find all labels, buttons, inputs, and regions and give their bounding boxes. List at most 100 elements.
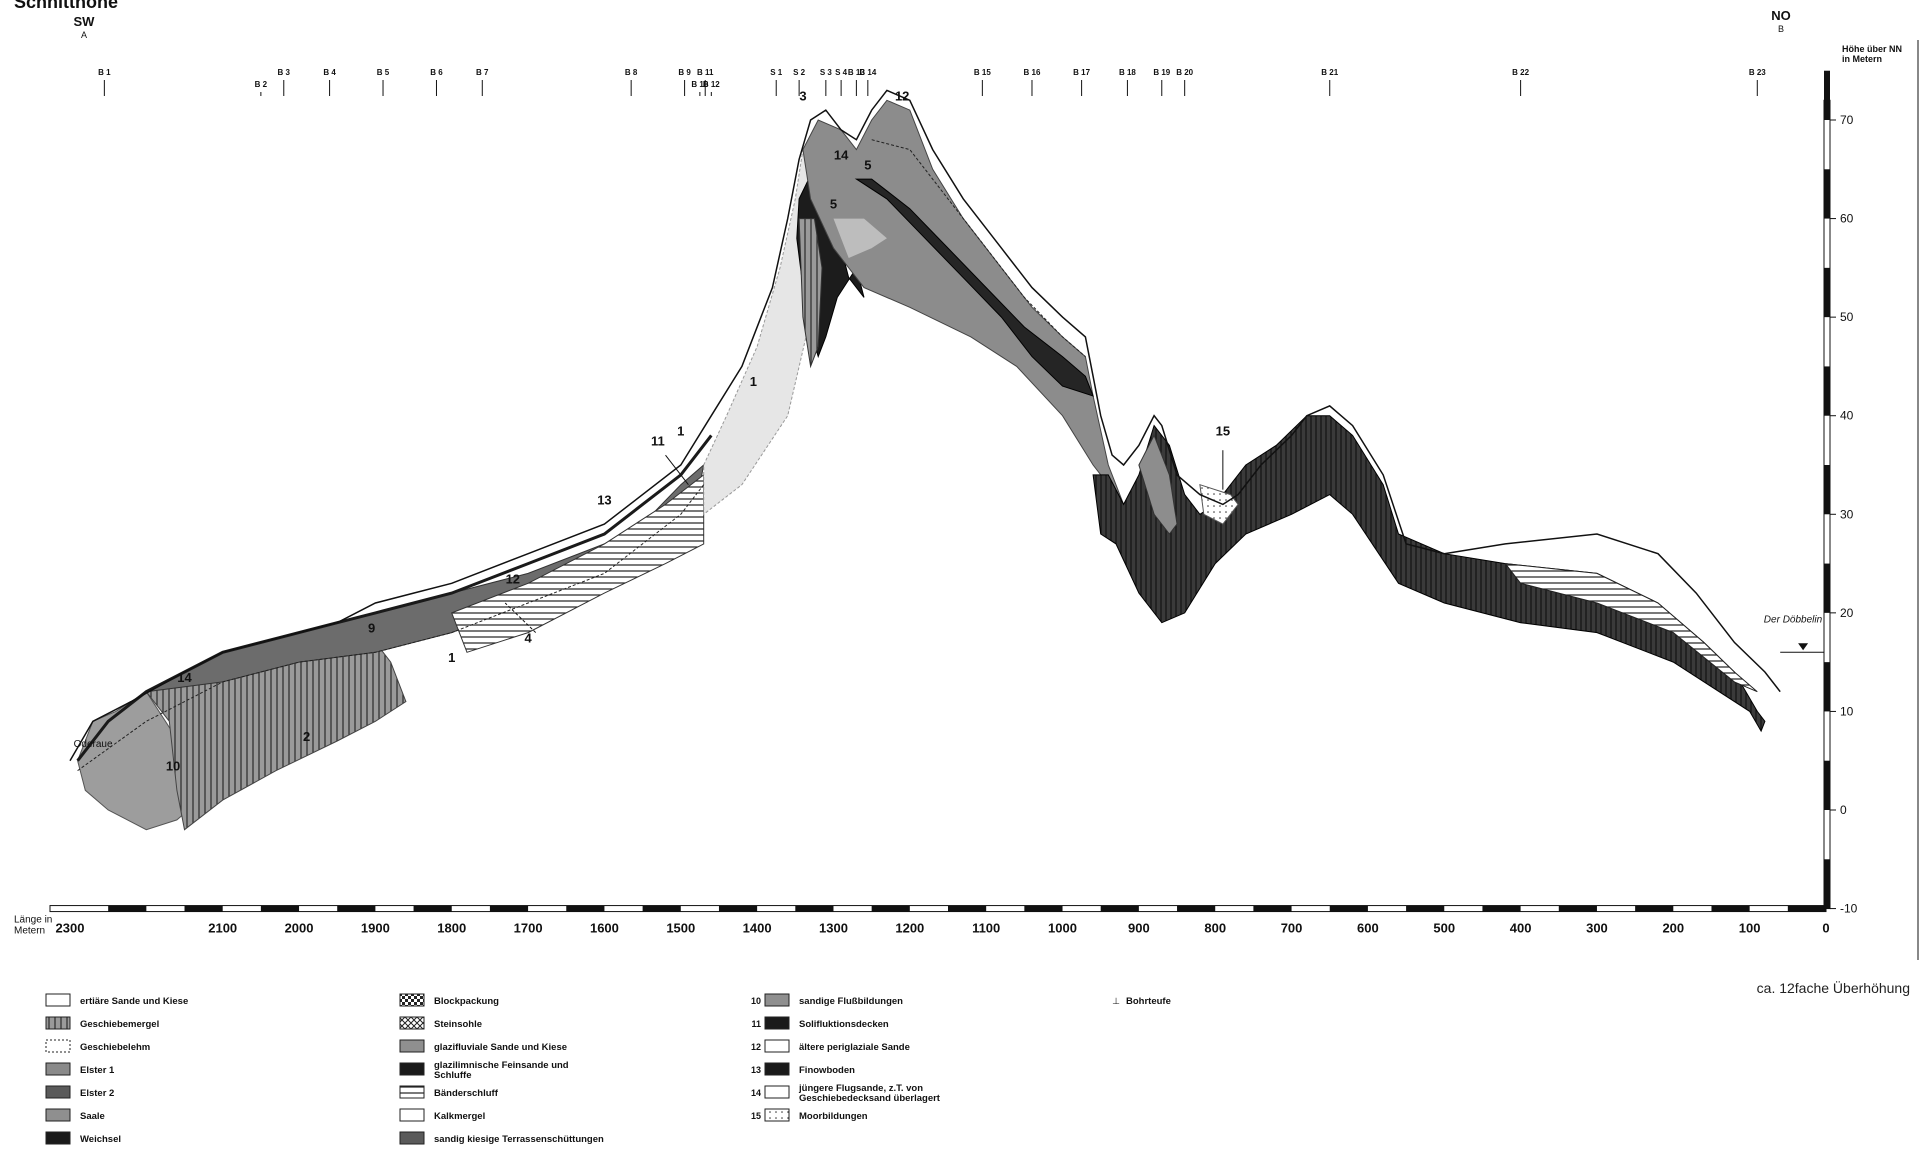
borehole-label: S 3 — [820, 68, 833, 77]
legend-item: Elster 1 — [45, 1062, 115, 1076]
unit-label-1: 1 — [750, 374, 757, 389]
legend-item: sandig kiesige Terrassenschüttungen — [399, 1131, 604, 1145]
borehole-label: B 9 — [678, 68, 691, 77]
legend-item: Geschiebelehm — [45, 1039, 150, 1053]
x-axis-segment — [948, 905, 987, 912]
legend-item: ⊥ Bohrteufe — [1112, 996, 1171, 1007]
legend-swatch — [399, 1085, 425, 1099]
borehole-label: B 14 — [859, 68, 876, 77]
y-axis-title: in Metern — [1842, 54, 1882, 64]
y-axis-segment — [1824, 169, 1830, 219]
x-axis-segment — [1177, 905, 1216, 912]
x-axis-segment — [795, 905, 834, 912]
x-axis-segment — [184, 905, 223, 912]
legend-label: Finowboden — [799, 1065, 855, 1076]
legend-label: Steinsohle — [434, 1019, 482, 1030]
ground-surface — [69, 89, 1781, 762]
y-axis-segment — [1824, 563, 1830, 613]
unit-label-13: 13 — [597, 492, 611, 507]
x-axis-segment — [1787, 905, 1826, 912]
y-tick-label: 30 — [1840, 507, 1854, 521]
b-label: B — [1778, 24, 1784, 34]
borehole-label: B 8 — [625, 68, 638, 77]
y-axis-segment — [1824, 760, 1830, 810]
y-tick-label: 0 — [1840, 803, 1847, 817]
legend-swatch — [45, 1131, 71, 1145]
x-tick-label: 1500 — [666, 921, 695, 936]
unit-label-12: 12 — [895, 88, 909, 103]
sw-label: SW — [74, 14, 96, 29]
legend-label: Blockpackung — [434, 996, 499, 1007]
legend-swatch — [45, 1062, 71, 1076]
x-tick-label: 2000 — [285, 921, 314, 936]
x-tick-label: 1300 — [819, 921, 848, 936]
x-tick-label: 1700 — [514, 921, 543, 936]
x-axis-segment — [337, 905, 376, 912]
y-axis-segment — [1824, 465, 1830, 515]
legend-label: Bänderschluff — [434, 1088, 499, 1099]
page-title: Schnitthöhe — [14, 0, 118, 12]
borehole-label: B 23 — [1749, 68, 1766, 77]
legend-marker-icon: ⊥ — [1112, 996, 1120, 1006]
legend-item: Steinsohle — [399, 1016, 482, 1030]
unit-label-12: 12 — [506, 571, 520, 586]
x-axis-segment — [1406, 905, 1445, 912]
borehole-label: B 21 — [1321, 68, 1338, 77]
unit-label-5: 5 — [864, 157, 871, 172]
y-tick-label: 50 — [1840, 310, 1854, 324]
legend-number: 15 — [751, 1111, 761, 1121]
x-axis-segment — [108, 905, 147, 912]
legend-label: Saale — [80, 1111, 105, 1122]
unit-label-14: 14 — [177, 670, 192, 685]
legend-swatch — [45, 1016, 71, 1030]
legend-item: Geschiebemergel — [45, 1016, 159, 1030]
x-axis-segment — [1100, 905, 1139, 912]
legend-label: Geschiebemergel — [80, 1019, 159, 1030]
legend-swatch — [764, 993, 790, 1007]
legend-label: Bohrteufe — [1126, 996, 1171, 1007]
borehole-label: B 3 — [278, 68, 291, 77]
legend-label: Elster 2 — [80, 1088, 114, 1099]
x-tick-label: 1100 — [972, 921, 1000, 936]
x-axis-title: Metern — [14, 926, 45, 937]
x-axis-segment — [489, 905, 529, 912]
y-axis-segment — [1824, 70, 1830, 120]
x-axis-segment — [566, 905, 605, 912]
y-tick-label: 10 — [1840, 704, 1854, 718]
legend-swatch — [764, 1039, 790, 1053]
x-axis-segment — [1635, 905, 1674, 912]
legend-item: glazifluviale Sande und Kiese — [399, 1039, 567, 1053]
legend-item: ertiäre Sande und Kiese — [45, 993, 188, 1007]
legend-label: Kalkmergel — [434, 1111, 485, 1122]
y-tick-label: 70 — [1840, 113, 1854, 127]
borehole-label: B 15 — [974, 68, 991, 77]
y-tick-label: 40 — [1840, 409, 1854, 423]
borehole-label: B 5 — [377, 68, 390, 77]
legend-swatch — [45, 1108, 71, 1122]
x-tick-label: 1600 — [590, 921, 619, 936]
borehole-label: B 13 — [848, 68, 865, 77]
legend-swatch — [764, 1085, 790, 1099]
unit-11-band — [854, 178, 1094, 397]
legend-item: Weichsel — [45, 1131, 121, 1145]
legend-label: ältere periglaziale Sande — [799, 1042, 910, 1053]
legend-label: sandige Flußbildungen — [799, 996, 903, 1007]
legend-swatch — [399, 1039, 425, 1053]
a-label: A — [81, 30, 87, 40]
borehole-label: S 2 — [793, 68, 806, 77]
x-axis-title: Länge in — [14, 915, 52, 926]
exaggeration-note: ca. 12fache Überhöhung — [1756, 980, 1910, 996]
unit-label-11: 11 — [651, 433, 665, 448]
x-axis-segment — [642, 905, 681, 912]
legend-item: Kalkmergel — [399, 1108, 485, 1122]
legend-label: glazilimnische Feinsande und — [434, 1060, 569, 1071]
legend-item: Saale — [45, 1108, 105, 1122]
